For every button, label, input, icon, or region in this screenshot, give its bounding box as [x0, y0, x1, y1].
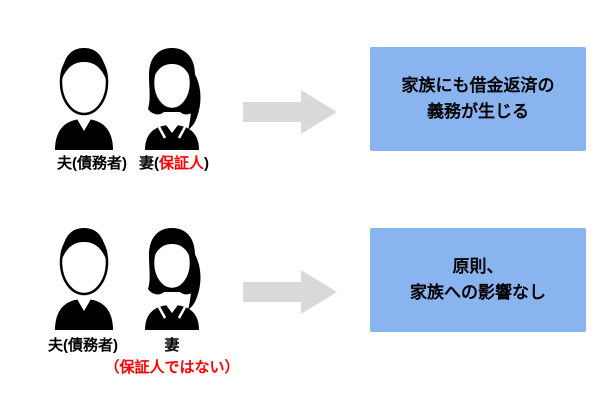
case2-not-guarantor-note: （保証人ではない） — [104, 356, 239, 377]
case2-wife-label-wrap: 妻 — [164, 334, 179, 355]
case2-husband-label: 夫(債務者) — [48, 337, 118, 354]
case1-wife-guarantor-label: 保証人 — [158, 155, 205, 172]
case1-wife-figure — [140, 45, 204, 150]
case2-husband-figure — [52, 225, 116, 330]
case1-result-line1: 家族にも借金返済の — [401, 75, 555, 95]
right-block-arrow-icon — [243, 90, 337, 134]
case1-result-box: 家族にも借金返済の 義務が生じる — [370, 47, 586, 151]
case1-result-line2: 義務が生じる — [427, 102, 529, 121]
case2-husband-label-wrap: 夫(債務者) — [48, 334, 118, 355]
case2-result-line2: 家族への影響なし — [410, 283, 546, 302]
case1-caption: 夫(債務者) 妻(保証人) — [57, 152, 209, 173]
man-silhouette-icon — [55, 48, 113, 150]
case1-wife-label-prefix: 妻( — [138, 155, 159, 172]
woman-silhouette-icon — [145, 228, 201, 330]
case1-wife-label-suffix: ) — [204, 155, 210, 172]
case1-husband-figure — [52, 45, 116, 150]
case2-result-box: 原則、 家族への影響なし — [370, 228, 586, 332]
case2-note-text: （保証人ではない） — [104, 359, 240, 376]
case2-arrow — [243, 268, 337, 316]
case2-wife-label: 妻 — [164, 337, 180, 354]
woman-silhouette-icon — [145, 48, 201, 150]
case1-arrow — [243, 88, 337, 136]
case1-husband-label: 夫(債務者) — [56, 155, 127, 172]
case2-wife-figure — [140, 225, 204, 330]
right-block-arrow-icon — [243, 270, 337, 314]
case2-result-line1: 原則、 — [452, 256, 504, 276]
man-silhouette-icon — [55, 228, 113, 330]
